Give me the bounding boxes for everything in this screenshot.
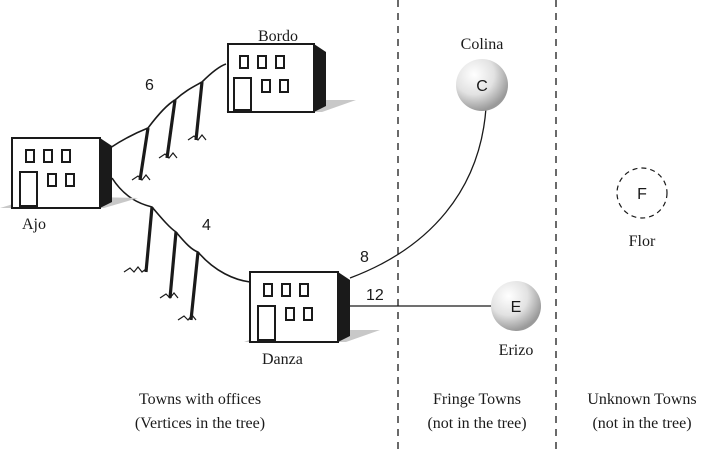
region-unknown-subtitle: (not in the tree) (592, 415, 691, 432)
danza-building (244, 271, 380, 343)
flor-label: Flor (629, 233, 656, 250)
ajo-label: Ajo (22, 216, 46, 233)
erizo-node (491, 281, 541, 331)
flor-node-letter: F (637, 186, 647, 203)
region-unknown-title: Unknown Towns (587, 391, 696, 408)
edge-weight-danza-colina: 8 (360, 249, 369, 266)
edge-weight-ajo-danza: 4 (202, 217, 211, 234)
edge-danza-colina (349, 107, 487, 279)
edge-weight-danza-erizo: 12 (366, 287, 384, 304)
bordo-building (226, 43, 356, 113)
bordo-label: Bordo (258, 28, 298, 45)
edge-weight-ajo-bordo: 6 (145, 77, 154, 94)
colina-node (456, 59, 508, 111)
edge-ajo-bordo (109, 63, 227, 181)
ajo-building (0, 137, 138, 209)
colina-node-letter: C (476, 78, 488, 95)
region-fringe-subtitle: (not in the tree) (427, 415, 526, 432)
edge-ajo-danza (111, 177, 251, 321)
region-offices-title: Towns with offices (139, 391, 261, 408)
erizo-node-letter: E (511, 299, 522, 316)
region-offices-subtitle: (Vertices in the tree) (135, 415, 265, 432)
region-fringe-title: Fringe Towns (433, 391, 521, 408)
colina-label: Colina (461, 36, 504, 53)
danza-label: Danza (262, 351, 303, 368)
erizo-label: Erizo (499, 342, 534, 359)
flor-node (616, 167, 668, 219)
